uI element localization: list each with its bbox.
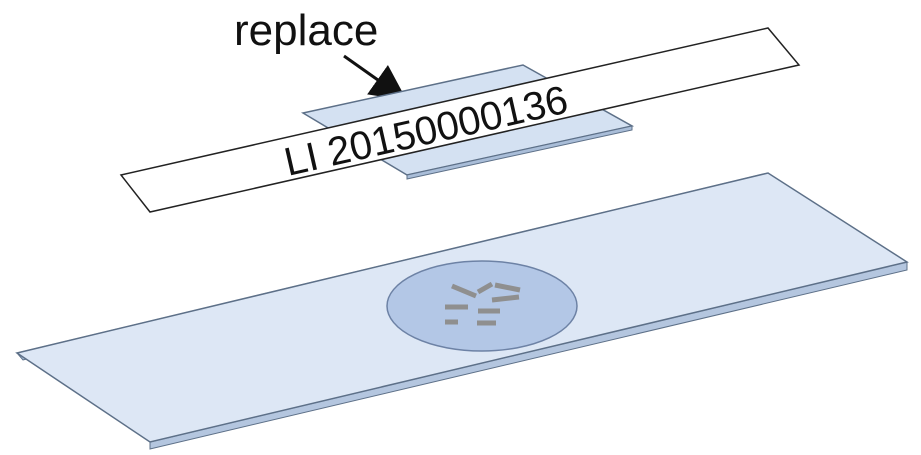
sample-area [386, 260, 578, 352]
replace-arrow [343, 54, 407, 101]
tissue-fragment [476, 281, 494, 295]
sample-ellipse [386, 260, 578, 352]
cover-glass-edge [406, 125, 633, 180]
tissue-fragment [451, 283, 477, 299]
replace-callout-label: replace [234, 6, 378, 55]
label-strip: LI 20150000136 [119, 27, 801, 213]
tissue-fragment [494, 282, 521, 293]
tissue-specimen [445, 281, 521, 326]
label-strip-outline [119, 27, 801, 213]
tissue-fragment [491, 294, 520, 303]
